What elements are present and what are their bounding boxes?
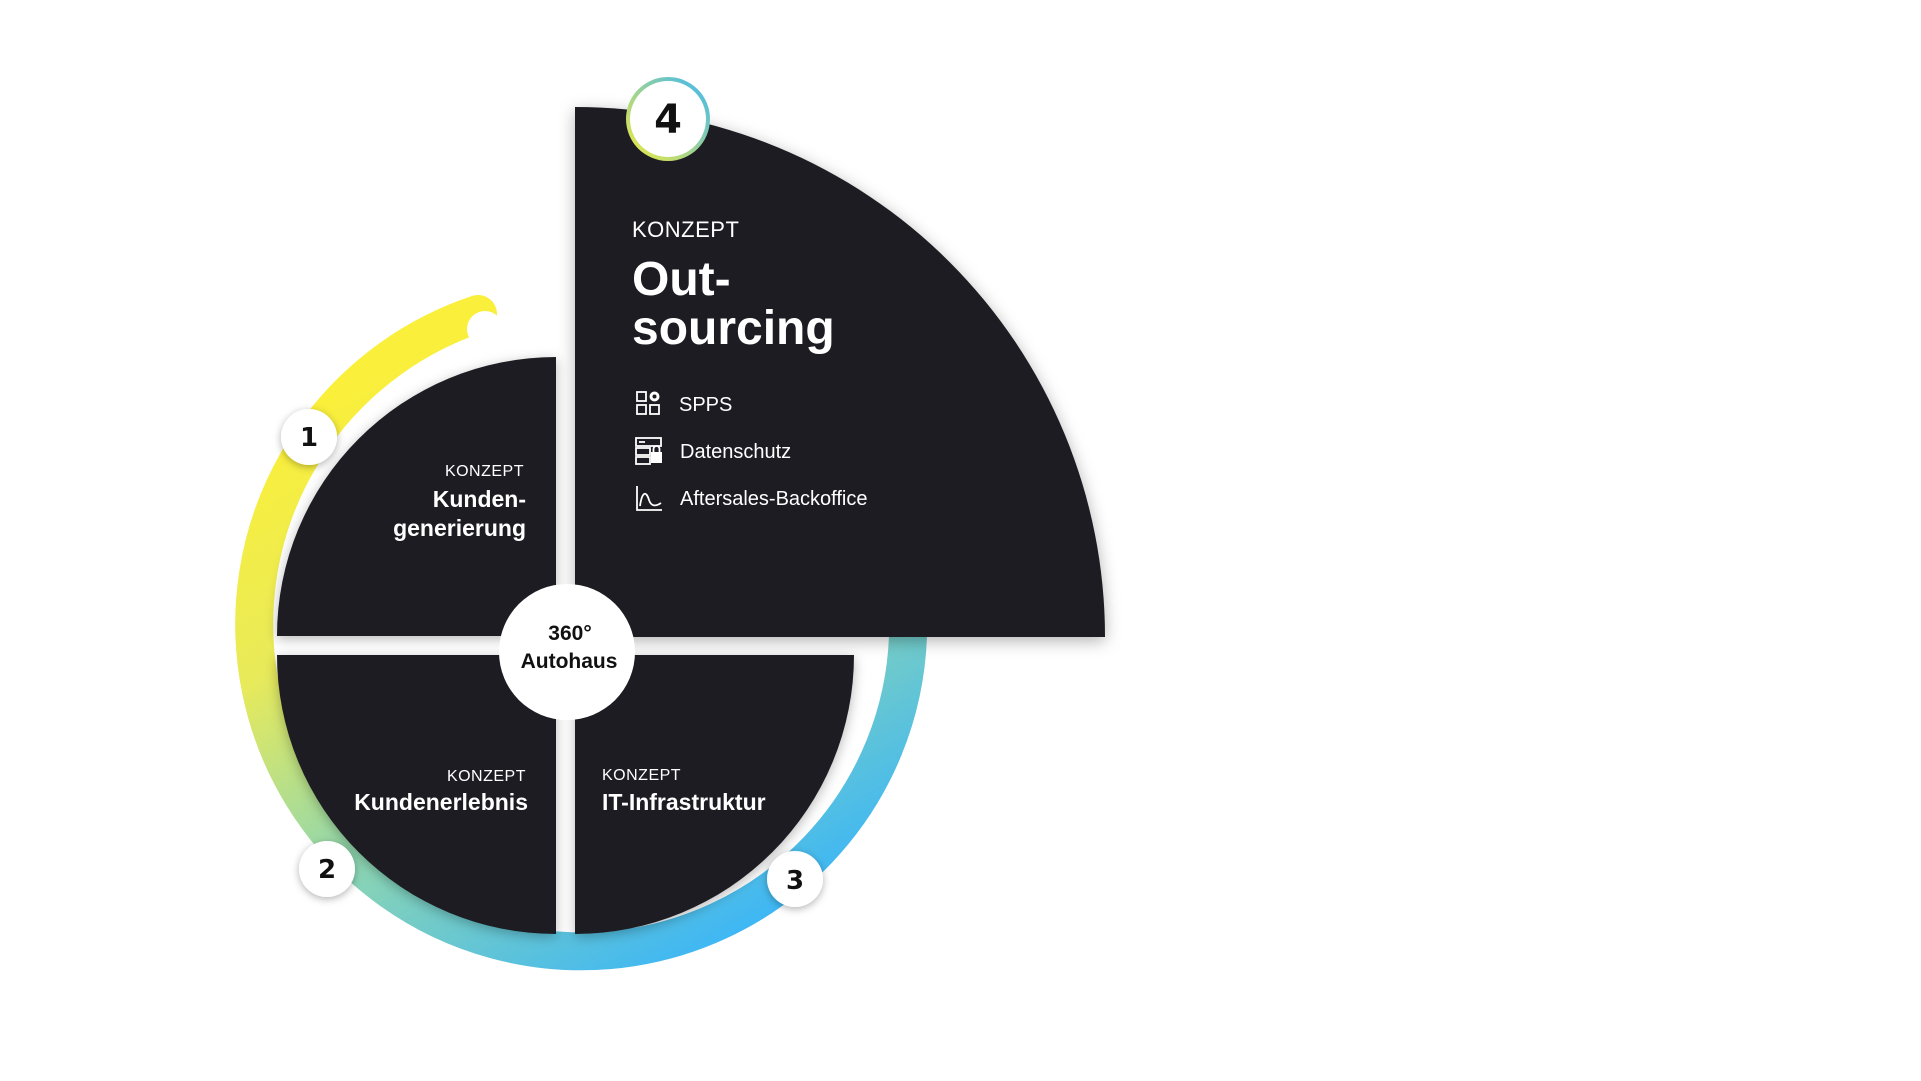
badge-4-number: 4 [654, 97, 682, 143]
segment-1-title-line2: generierung [393, 515, 526, 541]
segment-3-title: IT-Infrastruktur [602, 789, 766, 815]
badge-4[interactable]: 4 [626, 77, 710, 161]
badge-2-number: 2 [318, 855, 336, 885]
badge-2[interactable]: 2 [299, 841, 355, 897]
badge-1-number: 1 [300, 423, 318, 453]
segment-4-kicker: KONZEPT [632, 217, 739, 242]
outsourcing-item-spps[interactable]: SPPS [636, 391, 732, 417]
outsourcing-item-datenschutz[interactable]: Datenschutz [635, 437, 791, 465]
outsourcing-item-aftersales[interactable]: Aftersales-Backoffice [636, 486, 868, 511]
center-line2: Autohaus [521, 650, 618, 673]
segment-4-title-line2: sourcing [632, 302, 835, 355]
segment-outsourcing[interactable]: KONZEPT Out- sourcing SPPS [575, 107, 1105, 637]
outsourcing-item-datenschutz-label: Datenschutz [680, 441, 791, 463]
segment-kundengenerierung[interactable]: KONZEPT Kunden- generierung [277, 357, 556, 636]
badge-1[interactable]: 1 [281, 409, 337, 465]
center-hub: 360° Autohaus [499, 584, 635, 720]
segment-kundenerlebnis[interactable]: KONZEPT Kundenerlebnis [277, 655, 556, 934]
badge-3[interactable]: 3 [767, 851, 823, 907]
segment-2-title: Kundenerlebnis [354, 789, 528, 815]
badge-3-number: 3 [786, 866, 804, 896]
segment-1-kicker: KONZEPT [445, 463, 524, 480]
segment-4-title-line1: Out- [632, 253, 731, 306]
segment-it-infrastruktur[interactable]: KONZEPT IT-Infrastruktur [575, 655, 854, 934]
center-line1: 360° [548, 622, 591, 645]
segment-1-title-line1: Kunden- [433, 486, 526, 512]
ring-notch [467, 311, 503, 347]
outsourcing-item-aftersales-label: Aftersales-Backoffice [680, 488, 868, 510]
segment-3-kicker: KONZEPT [602, 767, 681, 784]
server-lock-icon [635, 437, 662, 465]
segment-2-kicker: KONZEPT [447, 768, 526, 785]
apps-gear-icon [636, 391, 660, 415]
chart-curve-icon [636, 486, 662, 511]
outsourcing-item-spps-label: SPPS [679, 394, 732, 416]
